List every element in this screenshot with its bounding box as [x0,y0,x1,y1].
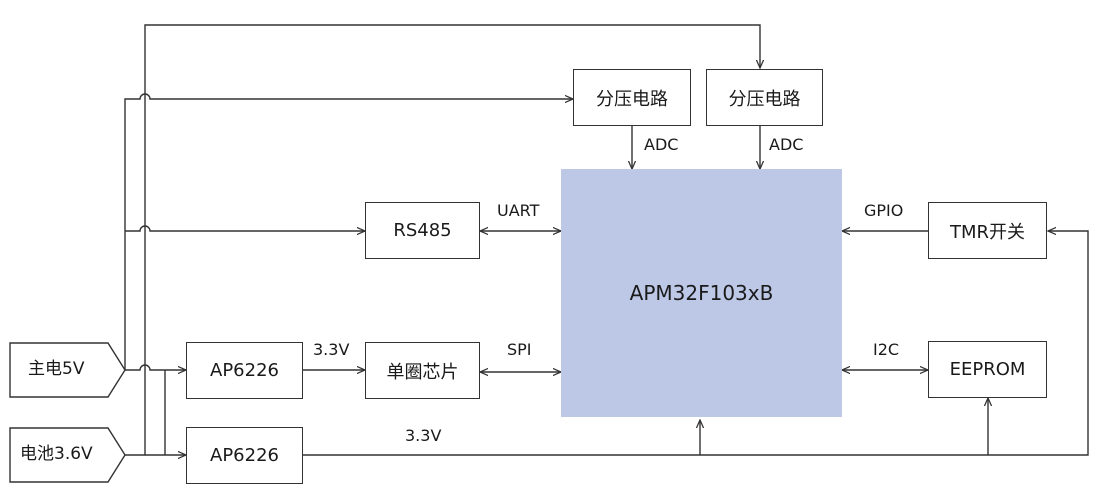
rs485-block: RS485 [365,202,480,259]
eeprom-label: EEPROM [949,359,1026,380]
voltage-divider-2: 分压电路 [706,69,823,126]
voltage-divider-1-label: 分压电路 [596,88,668,110]
mcu-block: APM32F103xB [561,169,842,417]
mcu-label: APM32F103xB [629,281,774,305]
i2c-label: I2C [873,340,900,359]
ap6226-bottom-label: AP6226 [210,445,279,466]
main-to-ap6226-top [125,364,186,370]
battery-source-shape [9,427,126,483]
main-to-rs485 [125,225,365,231]
tmr-switch-label: TMR开关 [949,221,1026,243]
battery-top-rail [125,24,760,456]
spi-label: SPI [507,340,532,359]
ap6226-top-label: AP6226 [210,360,279,381]
ap6226-top-block: AP6226 [186,342,303,399]
adc-label-1: ADC [644,135,679,154]
voltage-divider-1: 分压电路 [573,69,691,126]
adc-label-2: ADC [769,135,804,154]
v33-bottom-label: 3.3V [405,426,442,445]
rs485-label: RS485 [393,220,452,241]
tmr-switch-block: TMR开关 [928,202,1047,259]
battery-label: 电池3.6V [20,444,93,464]
main-power-bus [124,93,573,370]
uart-label: UART [497,201,540,220]
coil-chip-label: 单圈芯片 [386,361,459,383]
main-power-label: 主电5V [28,359,85,379]
eeprom-block: EEPROM [928,341,1047,398]
main-power-source-shape [9,342,126,398]
voltage-divider-2-label: 分压电路 [728,88,801,110]
gpio-label: GPIO [864,201,904,220]
ap6226-bottom-block: AP6226 [186,427,303,484]
coil-chip-block: 单圈芯片 [365,342,480,399]
v33-bottom-rail [303,231,1089,456]
v33-top-label: 3.3V [313,340,350,359]
